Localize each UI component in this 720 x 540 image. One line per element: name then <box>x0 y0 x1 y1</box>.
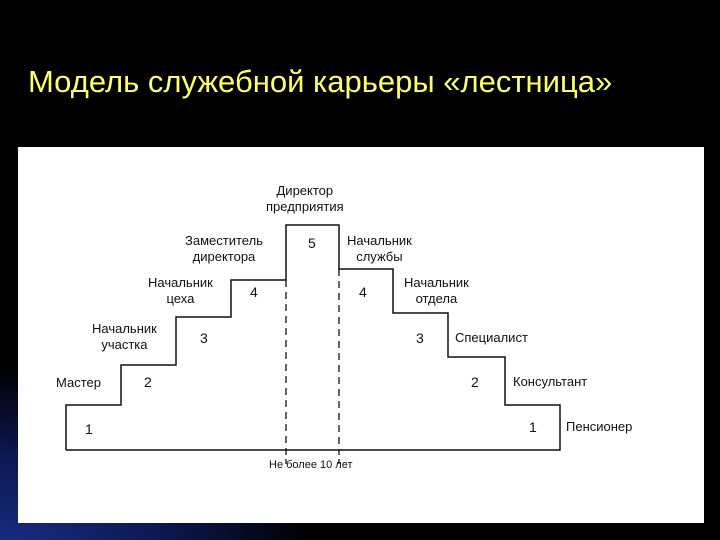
label-shop-head: Начальник цеха <box>148 275 213 306</box>
step-number-right-3: 3 <box>416 330 424 346</box>
label-consultant: Консультант <box>513 374 588 389</box>
step-number-left-2: 2 <box>144 374 152 390</box>
career-ladder-diagram: Мастер Начальник участка Начальник цеха … <box>18 147 704 523</box>
step-number-left-4: 4 <box>250 284 258 300</box>
label-pensioner: Пенсионер <box>566 419 633 434</box>
label-section-head: Начальник участка <box>92 321 157 352</box>
label-deputy-director: Заместитель директора <box>185 233 263 264</box>
ladder-steps-line <box>65 224 561 451</box>
label-master: Мастер <box>56 375 101 390</box>
step-number-left-1: 1 <box>85 421 93 437</box>
label-dept-head: Начальник отдела <box>404 275 469 306</box>
step-number-left-3: 3 <box>200 330 208 346</box>
period-footnote: Не более 10 лет <box>269 459 353 471</box>
step-number-right-1: 1 <box>529 419 537 435</box>
step-number-right-4: 4 <box>359 284 367 300</box>
label-service-head: Начальник службы <box>347 233 412 264</box>
step-number-right-2: 2 <box>471 374 479 390</box>
slide-title: Модель служебной карьеры «лестница» <box>28 64 613 99</box>
label-specialist: Специалист <box>455 330 528 345</box>
step-number-top-5: 5 <box>308 235 316 251</box>
label-director: Директор предприятия <box>266 183 344 214</box>
ladder-outline <box>65 224 561 465</box>
